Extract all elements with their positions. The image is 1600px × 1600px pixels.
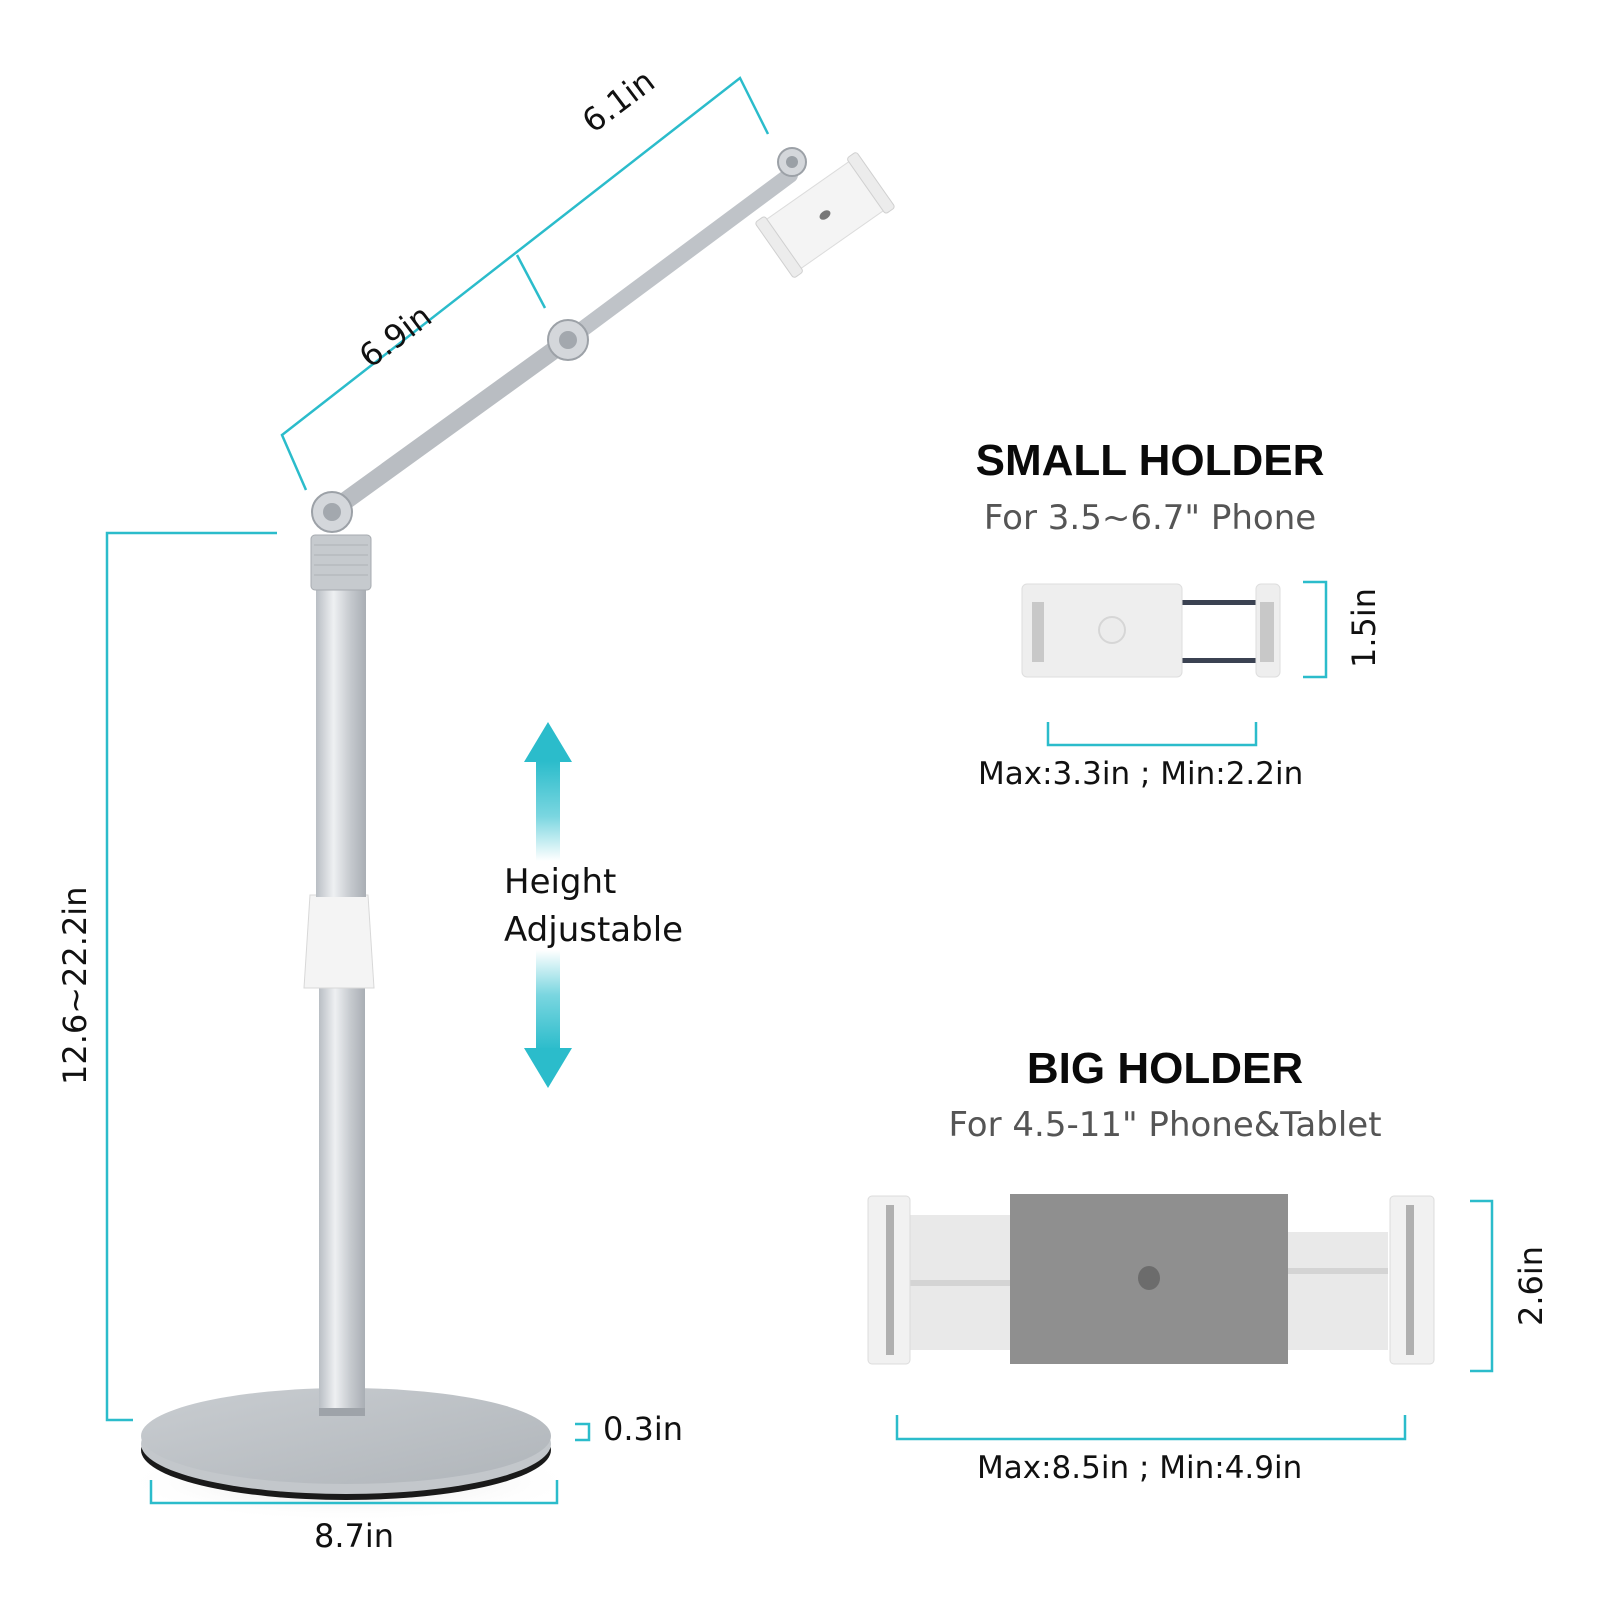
base-diameter-bracket [149,1480,559,1505]
small-holder-height-label: 1.5in [1345,587,1383,668]
height-arrow-icon [524,722,572,1088]
height-range-label: 12.6~22.2in [56,886,94,1085]
big-holder-subtitle: For 4.5-11" Phone&Tablet [948,1105,1382,1145]
big-holder-image [867,1194,1435,1365]
big-holder-width-bracket [895,1415,1407,1441]
joint-top [777,147,807,177]
small-holder-width-label: Max:3.3in ; Min:2.2in [978,756,1304,792]
base-thickness-bracket [575,1422,591,1442]
joint-middle [547,319,589,361]
big-holder-title: BIG HOLDER [1026,1044,1304,1093]
big-holder-height-label: 2.6in [1512,1245,1550,1326]
small-holder-title: SMALL HOLDER [975,436,1325,485]
small-holder-subtitle: For 3.5~6.7" Phone [983,498,1317,538]
dimension-lines [105,76,1494,1505]
arm-upper [560,167,798,348]
arm-lower [321,331,577,521]
big-holder-width-label: Max:8.5in ; Min:4.9in [977,1450,1303,1486]
knurled-knob [310,534,372,591]
joint-bottom [311,491,353,533]
base-diameter-label: 8.7in [314,1517,395,1555]
stand-base [141,1388,551,1500]
top-phone-clamp [755,152,895,278]
pole-collar [303,894,375,989]
height-bracket [105,531,277,1422]
height-adjustable-note: Height Adjustable [504,858,683,954]
small-holder-height-bracket [1303,580,1328,679]
arm-split-tick [515,254,547,309]
pole-upper [316,585,366,897]
small-holder-width-bracket [1046,722,1258,747]
pole-lower [319,985,365,1415]
height-note-line2: Adjustable [504,910,684,950]
base-thickness-label: 0.3in [603,1410,684,1448]
big-holder-height-bracket [1470,1199,1494,1373]
arm-total-bracket [280,76,770,491]
small-holder-image [1021,583,1281,678]
height-note-line1: Height [504,862,617,902]
